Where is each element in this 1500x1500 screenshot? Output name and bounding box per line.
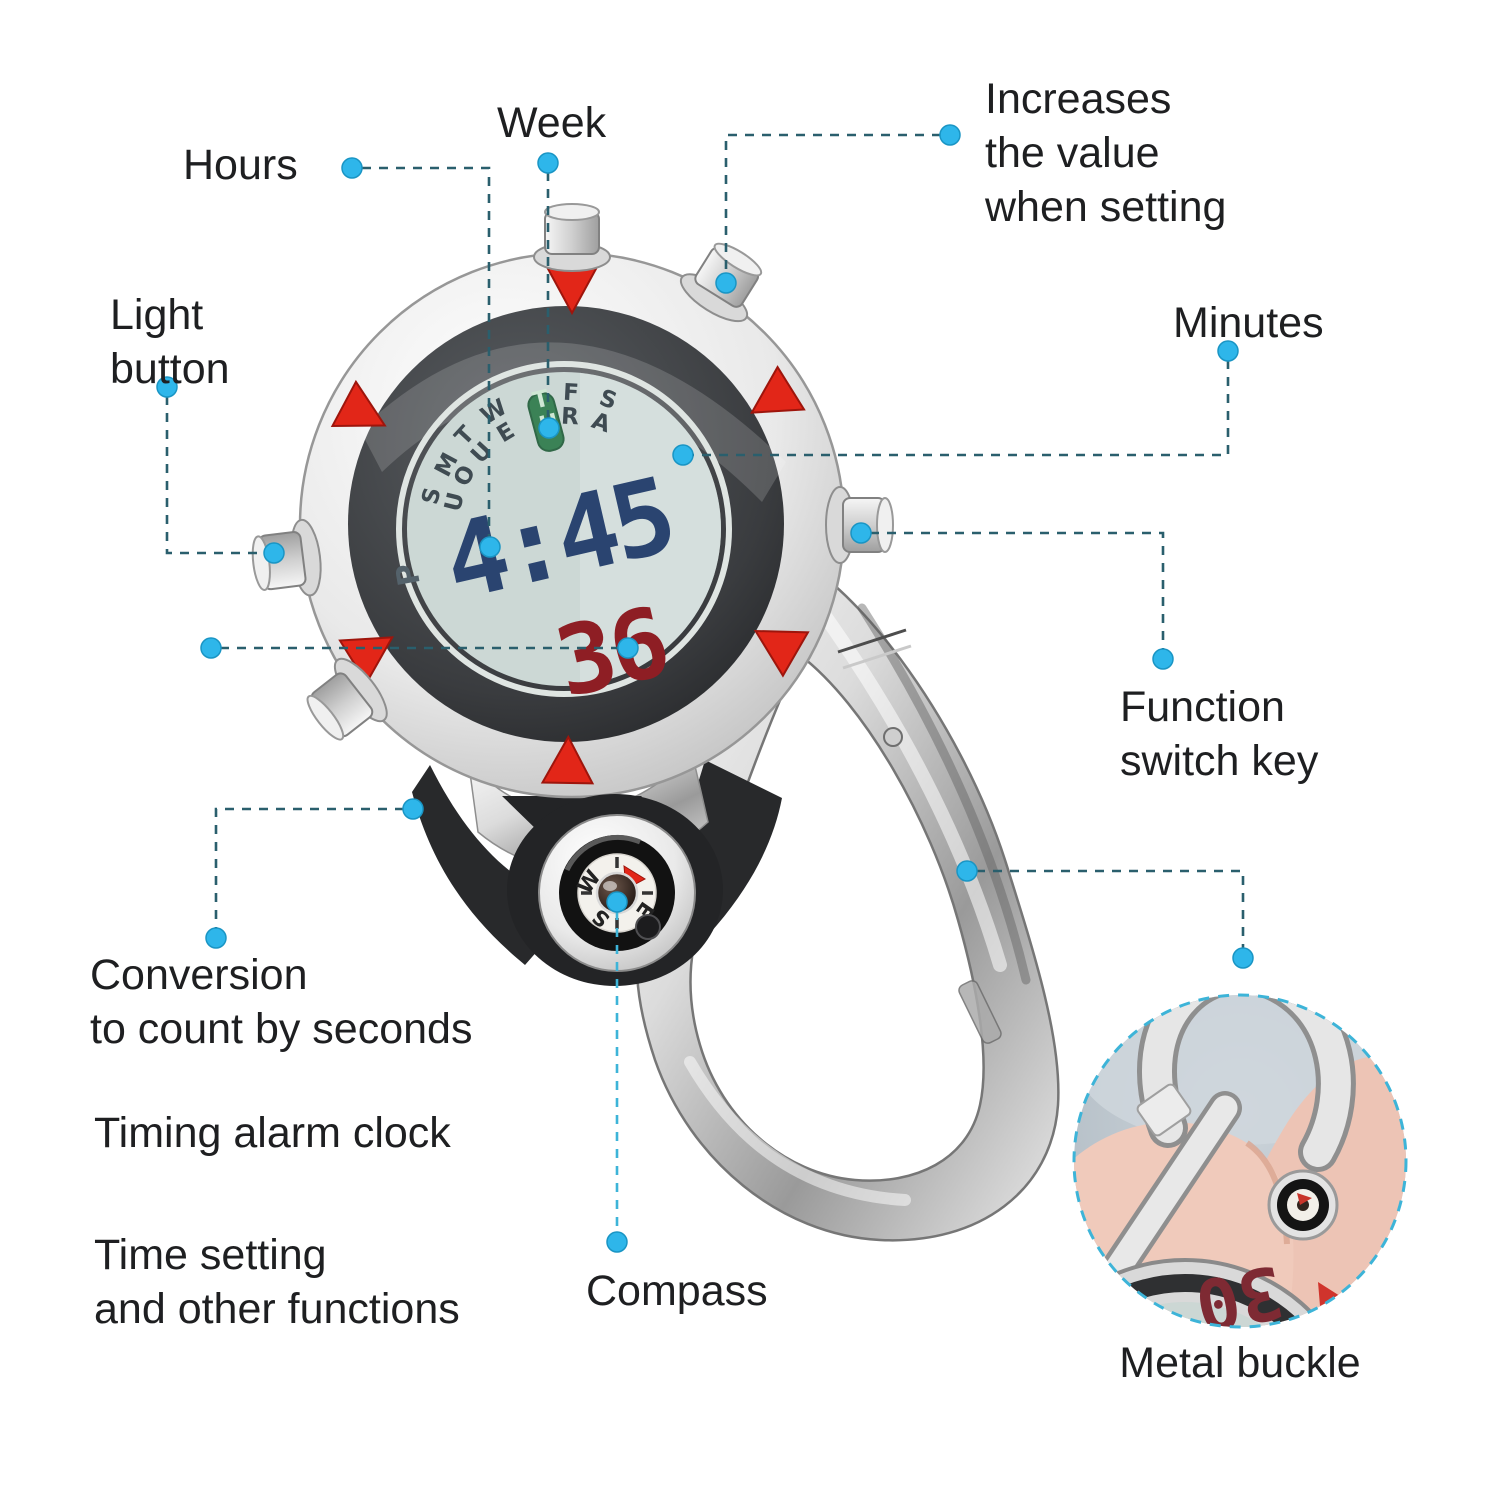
- weekday-letter: F: [562, 380, 579, 407]
- light-button: [247, 517, 326, 603]
- compass-assembly: W S E: [507, 794, 723, 986]
- inset-dashed-border: [1072, 993, 1408, 1329]
- dot-hours-label: [341, 157, 363, 179]
- label-timing: Timing alarm clock: [94, 1109, 451, 1157]
- compass-capsule-glint: [603, 881, 617, 891]
- carabiner-spine-shadow: [857, 603, 1031, 985]
- inset-gate-bar: [1101, 1091, 1242, 1285]
- lcd-rim: [396, 361, 732, 697]
- carabiner-spine-highlight: [805, 591, 1007, 972]
- label-minutes: Minutes: [1173, 299, 1324, 347]
- dot-increase-label: [939, 124, 961, 146]
- carabiner-screw: [883, 727, 903, 747]
- dot-seconds-left: [200, 637, 222, 659]
- carabiner-gate-seam: [837, 628, 907, 654]
- dot-conversion-target: [402, 798, 424, 820]
- dot-light-target: [263, 542, 285, 564]
- inset-hook: [1136, 995, 1356, 1172]
- glass-sheen: [360, 342, 786, 502]
- dot-week-target: [538, 417, 560, 439]
- compass-ring-glint: [564, 834, 641, 872]
- dot-seconds-target: [617, 637, 639, 659]
- label-week: Week: [497, 99, 607, 147]
- weekday-letter-active: T: [530, 385, 552, 414]
- leader-increase: [724, 133, 941, 276]
- seconds-display: 36: [546, 586, 676, 719]
- dot-hours-target: [479, 536, 501, 558]
- leader-function-switch: [870, 531, 1165, 652]
- dot-minutes-target: [672, 444, 694, 466]
- label-light-button: Light button: [110, 291, 230, 394]
- label-function-switch: Function switch key: [1120, 683, 1319, 786]
- dot-minutes-label: [1217, 340, 1239, 362]
- label-time-setting: Time setting and other functions: [94, 1231, 460, 1334]
- dot-buckle-label: [1232, 947, 1254, 969]
- inset-seconds-display: 30: [1188, 1249, 1290, 1349]
- dot-function-label: [1152, 648, 1174, 670]
- carabiner-latch: [958, 980, 1002, 1044]
- leader-dots: [156, 124, 1254, 1253]
- label-increases: Increases the value when setting: [985, 75, 1227, 232]
- dot-compass-target: [606, 891, 628, 913]
- dot-increase-target: [715, 272, 737, 294]
- metal-buckle-inset: 30: [1072, 993, 1408, 1349]
- leader-metal-buckle: [976, 869, 1245, 950]
- carabiner-gate-seam-2: [842, 644, 912, 670]
- compass-side-bolt: [635, 914, 661, 940]
- dot-compass-label: [606, 1231, 628, 1253]
- leader-conversion: [214, 807, 404, 930]
- weekday-letter: R: [560, 404, 579, 431]
- label-conversion: Conversion to count by seconds: [90, 951, 473, 1054]
- label-hours: Hours: [183, 141, 298, 189]
- carabiner-hook-highlight: [684, 1056, 911, 1206]
- leader-light-button: [165, 396, 266, 555]
- weekday-letter: S: [417, 485, 446, 507]
- inset-mini-compass: [1267, 1169, 1339, 1241]
- watch-head: S U M O T U W E T H F R S A 4:45 36 P: [247, 203, 894, 799]
- leader-hours: [362, 166, 491, 540]
- label-compass: Compass: [586, 1267, 768, 1315]
- dot-week-label: [537, 152, 559, 174]
- label-metal-buckle: Metal buckle: [1119, 1339, 1361, 1387]
- dot-light-label: [156, 376, 178, 398]
- dot-buckle-target: [956, 860, 978, 882]
- dot-conversion-label: [205, 927, 227, 949]
- inset-watch-edge: 30: [1074, 1249, 1365, 1349]
- dot-function-target: [850, 522, 872, 544]
